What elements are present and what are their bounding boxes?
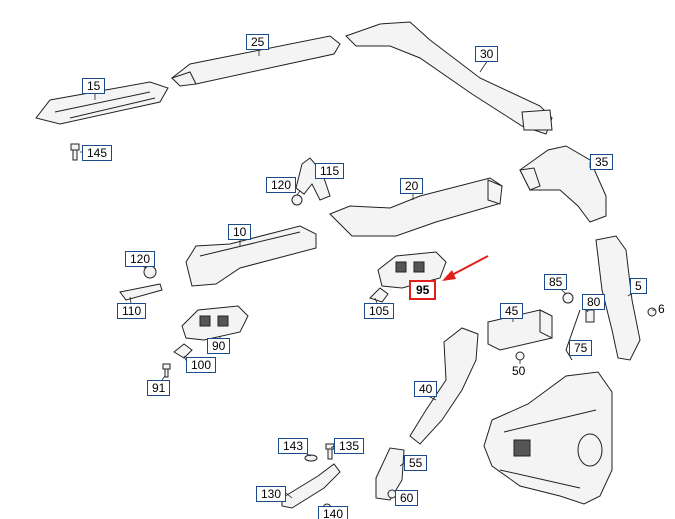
callout-25: 25 <box>246 34 270 50</box>
part-15-shape <box>35 81 169 125</box>
callout-40: 40 <box>414 381 438 397</box>
part-95-actuator <box>377 251 447 289</box>
part-115-bracket <box>295 157 331 201</box>
callout-60: 60 <box>395 490 419 506</box>
part-145-screw <box>70 143 80 161</box>
callout-6: 6 <box>658 302 665 316</box>
part-50-nut <box>515 351 525 361</box>
part-75-rod <box>565 309 581 361</box>
callout-5: 5 <box>630 278 647 294</box>
callout-85: 85 <box>544 274 568 290</box>
callout-130: 130 <box>256 486 287 502</box>
callout-91: 91 <box>147 380 171 396</box>
part-143-screw <box>304 454 318 462</box>
callout-30: 30 <box>475 46 499 62</box>
callout-120-upper: 120 <box>266 177 297 193</box>
callout-45: 45 <box>500 303 524 319</box>
part-6-screw <box>647 307 657 317</box>
part-30-shape <box>345 21 553 135</box>
part-40-shape <box>409 327 479 445</box>
callout-10: 10 <box>228 224 252 240</box>
part-10-shape <box>185 225 317 287</box>
part-80-clip <box>585 309 595 323</box>
part-55-bracket <box>375 447 405 501</box>
callout-15: 15 <box>82 78 106 94</box>
callout-100: 100 <box>186 357 217 373</box>
part-85-grommet <box>562 292 574 304</box>
callout-135: 135 <box>334 438 365 454</box>
callout-35: 35 <box>590 154 614 170</box>
callout-105: 105 <box>364 303 395 319</box>
callout-140: 140 <box>318 506 349 519</box>
part-35-shape <box>519 145 607 223</box>
part-100-clip <box>173 343 193 359</box>
callout-120-lower: 120 <box>125 251 156 267</box>
highlight-arrow <box>442 255 489 281</box>
part-110-bracket <box>119 265 163 301</box>
part-130-bracket <box>281 463 341 509</box>
part-120a-clip <box>291 194 303 206</box>
callout-90: 90 <box>207 338 231 354</box>
part-20-shape <box>329 177 503 237</box>
hvac-unit <box>483 371 613 505</box>
callout-75: 75 <box>569 340 593 356</box>
callout-95-highlighted[interactable]: 95 <box>409 280 437 300</box>
part-105-clip <box>369 287 389 303</box>
part-90-actuator <box>181 305 249 341</box>
callout-50: 50 <box>512 364 526 378</box>
callout-55: 55 <box>404 455 428 471</box>
part-135-screw <box>325 443 335 460</box>
part-91-screw <box>162 363 171 378</box>
callout-145: 145 <box>82 145 113 161</box>
callout-20: 20 <box>400 178 424 194</box>
part-5-shape <box>595 235 641 361</box>
part-45-box <box>487 309 553 351</box>
callout-110: 110 <box>117 303 147 319</box>
callout-115: 115 <box>315 163 345 179</box>
part-25-shape <box>170 35 341 87</box>
callout-143: 143 <box>278 438 309 454</box>
callout-80: 80 <box>582 294 606 310</box>
